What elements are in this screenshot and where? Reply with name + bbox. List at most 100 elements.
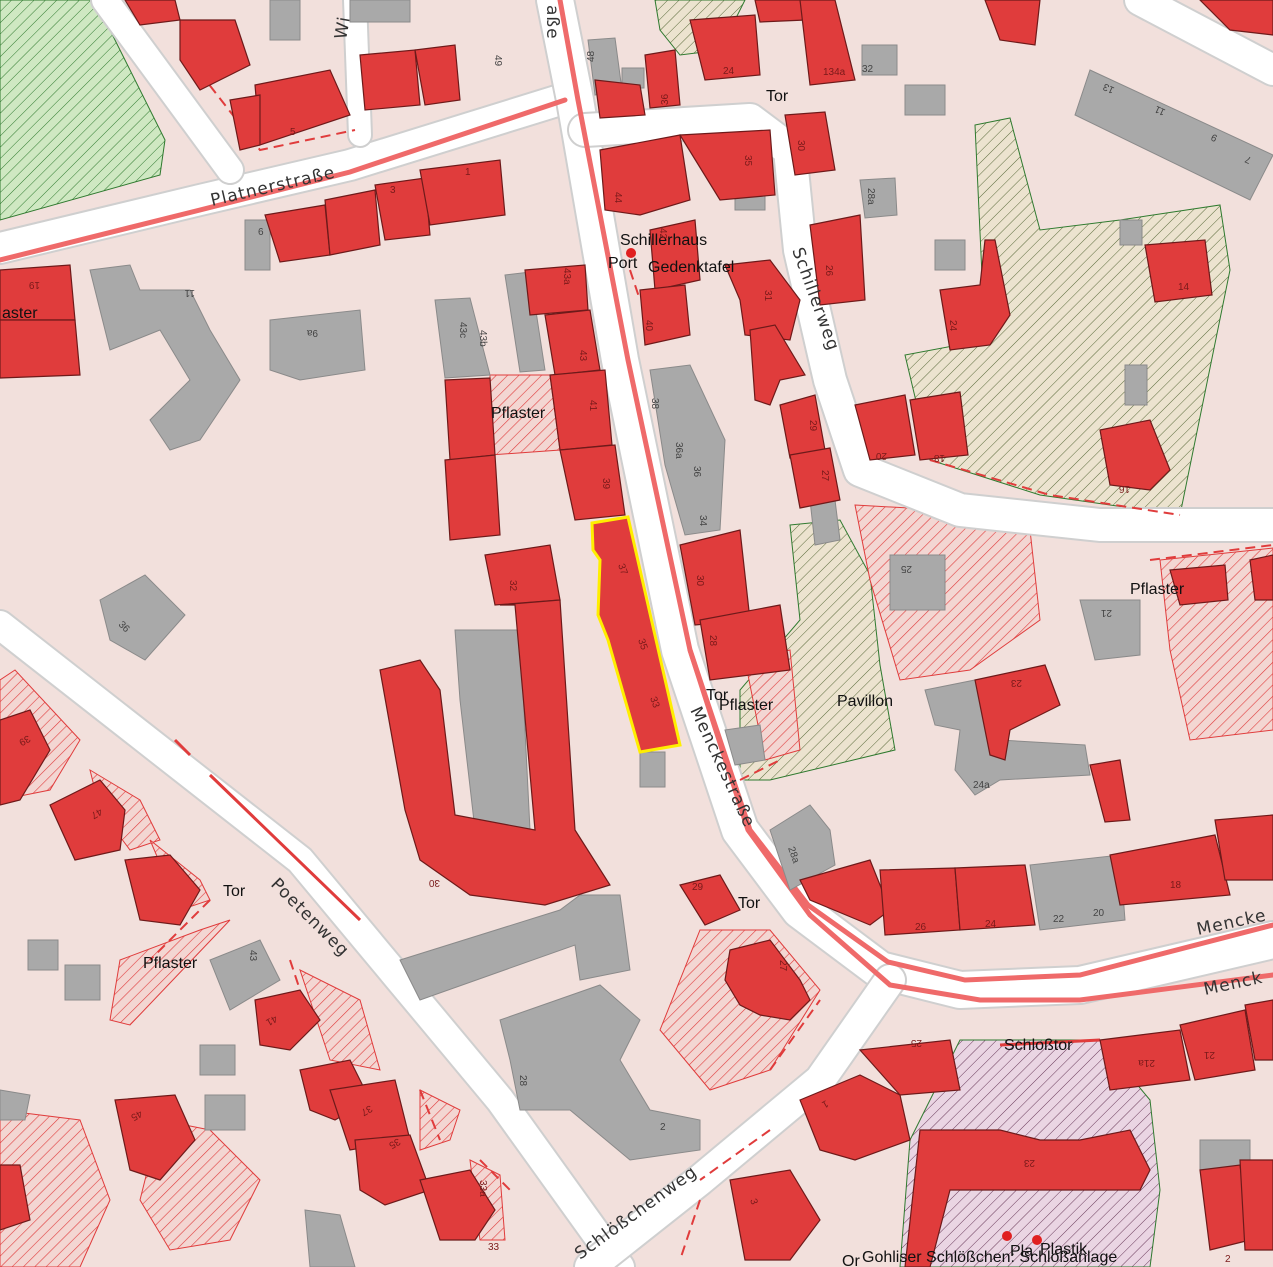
label-pflaster-2: Pflaster [719, 697, 774, 714]
property-lines [149, 59, 1273, 1261]
house-number: 40 [643, 320, 654, 332]
label-pavillon: Pavillon [837, 693, 893, 710]
label-pflaster-3: Pflaster [1130, 581, 1185, 598]
street-wi: Wi [331, 15, 355, 41]
house-number: 24 [947, 320, 958, 332]
house-number: 39 [600, 478, 611, 490]
house-number: 34 [697, 515, 708, 527]
house-number: 23 [1010, 677, 1022, 688]
house-number: 3 [390, 185, 396, 196]
label-or: Or [842, 1253, 860, 1267]
green-plot-east [904, 117, 1231, 516]
house-number: 43 [247, 950, 258, 962]
label-port: Port [608, 255, 638, 272]
house-number: 32 [507, 580, 518, 592]
house-number: 33 [488, 1242, 500, 1253]
house-number: 37 [358, 1102, 374, 1117]
house-number: 45 [128, 1107, 144, 1122]
house-number: 18 [933, 452, 945, 463]
house-number: 38 [649, 398, 660, 410]
house-number: 134a [823, 67, 846, 78]
red-solid-lines [173, 738, 1101, 1047]
house-number: 43a [561, 268, 572, 285]
house-number: 43c [457, 322, 468, 338]
house-number: 9a [306, 327, 318, 338]
house-number: 26 [915, 922, 927, 933]
hatch-41 [299, 969, 381, 1071]
house-number: 2 [1225, 1254, 1231, 1265]
house-number: 43b [477, 330, 488, 347]
house-number: 33a [477, 1180, 488, 1197]
house-number: 35 [386, 1135, 402, 1150]
house-number: 28 [707, 635, 718, 647]
house-number: 6 [258, 227, 264, 238]
house-number: 3 [747, 1197, 759, 1206]
house-number: 20 [1093, 908, 1105, 919]
house-number: 29 [692, 882, 704, 893]
house-number: 13 [1101, 80, 1116, 95]
label-tor-4: Tor [223, 883, 246, 900]
house-number: 11 [1153, 103, 1167, 118]
house-number: 1 [819, 1097, 830, 1110]
house-number: 21a [1138, 1057, 1155, 1068]
house-number: 30 [694, 575, 705, 587]
house-number: 11 [184, 287, 195, 298]
poi-marker-plastik-2[interactable] [1032, 1235, 1042, 1245]
house-number: 41 [587, 400, 598, 412]
house-number: 39 [16, 732, 32, 747]
house-number: 21 [1100, 607, 1112, 618]
label-tor-2: Tor [706, 687, 729, 704]
label-pflaster-4: Pflaster [143, 955, 198, 972]
house-number: 35 [742, 155, 753, 167]
house-number: 5 [290, 127, 296, 138]
house-number: 2 [660, 1122, 666, 1133]
hatch-sw [0, 1109, 111, 1267]
house-number: 22 [1053, 914, 1065, 925]
poi-marker-schillerhaus[interactable] [626, 248, 636, 258]
house-number: 28 [517, 1075, 528, 1087]
label-pla: Pla [1010, 1243, 1033, 1260]
street-sse-top: aße [542, 5, 562, 40]
label-plastik: Plastik [1040, 1241, 1088, 1258]
house-number: 9 [1209, 131, 1219, 144]
house-number: 24a [973, 780, 990, 791]
label-schillerhaus: Schillerhaus [620, 232, 707, 249]
house-number: 43 [577, 350, 588, 362]
selected-building[interactable] [590, 515, 682, 754]
house-number: 16 [1118, 483, 1130, 494]
house-number: 28a [865, 188, 876, 205]
house-number: 21 [1203, 1049, 1215, 1060]
label-gohliser: Gohliser Schlößchen: Schloßanlage [862, 1249, 1117, 1266]
label-aster: aster [2, 305, 38, 322]
park-area [0, 0, 166, 221]
house-number: 37 [615, 562, 629, 577]
label-schlosstor: Schloßtor [1004, 1037, 1073, 1054]
hatch-pflaster-3 [109, 919, 231, 1026]
road-red-lines [0, 0, 1273, 1003]
house-number: 23 [1023, 1157, 1035, 1168]
house-number: 35 [635, 637, 649, 652]
house-number: 7 [1243, 153, 1253, 166]
house-number: 36 [691, 466, 702, 478]
house-number: 33 [647, 695, 661, 710]
house-number: 32 [862, 64, 874, 75]
label-tor-1: Tor [766, 88, 789, 105]
house-number: 47 [88, 805, 104, 820]
house-number: 36a [673, 442, 684, 459]
poi-marker-plastik-1[interactable] [1002, 1231, 1012, 1241]
house-number: 44 [612, 192, 623, 204]
house-number: 18 [1170, 880, 1182, 891]
house-number: 49 [492, 55, 503, 67]
label-tor-3: Tor [738, 895, 761, 912]
house-number: 25 [910, 1037, 922, 1048]
house-number: 24 [723, 66, 735, 77]
house-number: 41 [263, 1012, 279, 1027]
label-pflaster-1: Pflaster [491, 405, 546, 422]
house-number: 1 [465, 167, 471, 178]
house-number: 14 [1178, 282, 1190, 293]
house-number: 26 [823, 265, 834, 277]
house-number: 36 [660, 93, 671, 105]
